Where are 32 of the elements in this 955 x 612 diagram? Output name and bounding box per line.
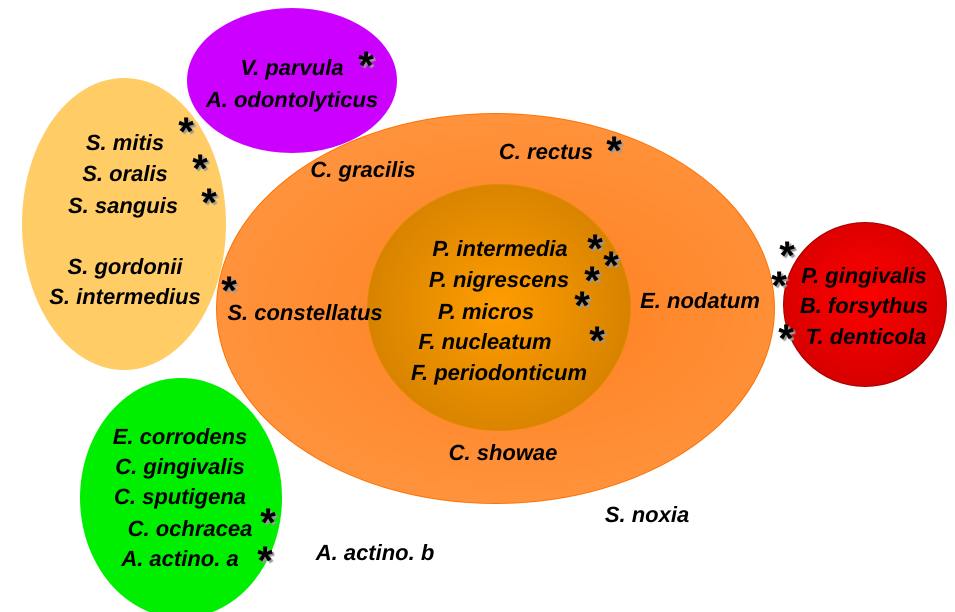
species-name: A. actino. a bbox=[121, 548, 239, 570]
species-name: S. mitis bbox=[86, 132, 164, 154]
species-name: S. oralis bbox=[82, 163, 168, 185]
species-name: T. denticola bbox=[806, 326, 926, 348]
species-name: C. sputigena bbox=[114, 486, 246, 508]
species-name: A. odontolyticus bbox=[206, 89, 378, 111]
species-name: P. intermedia bbox=[432, 238, 568, 260]
asterisk-mark: * bbox=[260, 503, 276, 543]
species-name: S. noxia bbox=[604, 504, 690, 526]
species-name: A. actino. b bbox=[316, 542, 434, 564]
species-name: S. sanguis bbox=[68, 195, 178, 217]
species-name: C. showae bbox=[448, 442, 558, 464]
species-name: C. ochracea bbox=[128, 518, 252, 540]
species-name: B. forsythus bbox=[800, 295, 928, 317]
species-name: S. gordonii bbox=[68, 256, 182, 278]
species-name: S. intermedius bbox=[49, 286, 201, 308]
species-name: P. nigrescens bbox=[428, 269, 570, 291]
asterisk-mark: * bbox=[603, 246, 619, 286]
species-name: C. gingivalis bbox=[115, 456, 245, 478]
asterisk-mark: * bbox=[358, 46, 374, 86]
species-name: E. nodatum bbox=[640, 290, 760, 312]
species-name: V. parvula bbox=[240, 57, 344, 79]
species-name: E. corrodens bbox=[112, 426, 248, 448]
species-name: P. gingivalis bbox=[801, 265, 927, 287]
asterisk-mark: * bbox=[178, 112, 194, 152]
species-name: P. micros bbox=[438, 301, 534, 323]
species-name: F. periodonticum bbox=[411, 362, 587, 384]
asterisk-mark: * bbox=[589, 321, 605, 361]
species-name: F. nucleatum bbox=[418, 331, 552, 353]
asterisk-mark: * bbox=[606, 131, 622, 171]
species-name: C. gracilis bbox=[310, 159, 416, 181]
species-name: C. rectus bbox=[498, 141, 594, 163]
